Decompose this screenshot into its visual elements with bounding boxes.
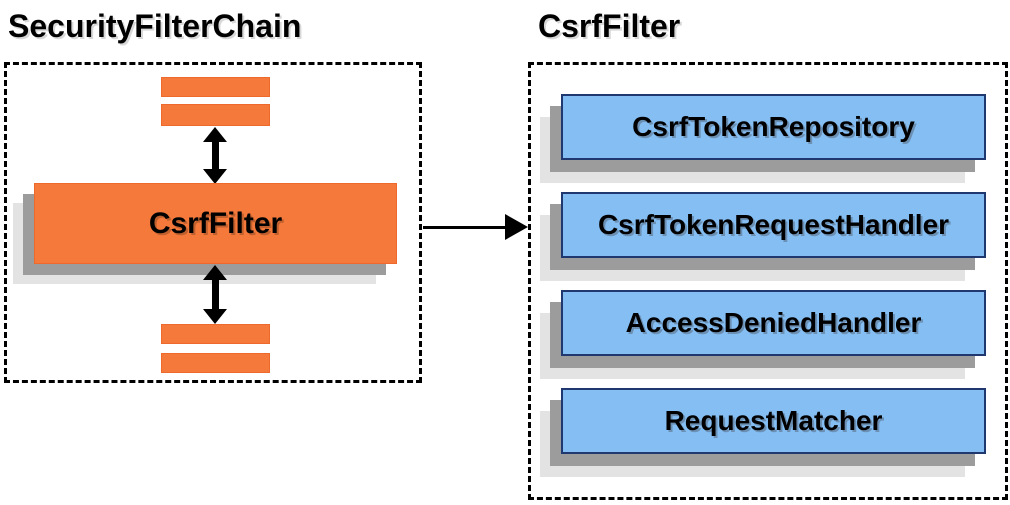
component-box-csrf-token-request-handler: CsrfTokenRequestHandler: [561, 192, 986, 258]
security-filter-chain-title: SecurityFilterChain: [8, 8, 302, 44]
csrf-filter-boundary: [528, 62, 1008, 500]
csrf-filter-node: CsrfFilter: [34, 183, 397, 264]
other-filter-bar: [161, 324, 270, 344]
arrow-shaft: [211, 280, 219, 309]
arrow-shaft: [211, 142, 219, 169]
csrf-filter-node-label: CsrfFilter: [148, 206, 283, 240]
up-down-arrow-icon: [203, 127, 227, 184]
arrow-shaft: [423, 226, 508, 229]
arrowhead-down: [203, 309, 227, 324]
arrowhead-right: [505, 214, 528, 240]
arrowhead-down: [203, 169, 227, 184]
other-filter-bar: [161, 77, 270, 97]
component-box-label: AccessDeniedHandler: [625, 307, 922, 338]
component-box-access-denied-handler: AccessDeniedHandler: [561, 290, 986, 356]
component-box-label: CsrfTokenRequestHandler: [597, 209, 950, 240]
right-arrow-icon: [423, 214, 528, 241]
other-filter-bar: [161, 353, 270, 373]
component-box-label: CsrfTokenRepository: [632, 111, 915, 142]
component-box-request-matcher: RequestMatcher: [561, 388, 986, 454]
arrowhead-up: [203, 265, 227, 280]
other-filter-bar: [161, 104, 270, 126]
arrowhead-up: [203, 127, 227, 142]
component-box-csrf-token-repository: CsrfTokenRepository: [561, 94, 986, 160]
csrf-filter-title: CsrfFilter: [538, 8, 681, 44]
component-box-label: RequestMatcher: [664, 405, 883, 436]
up-down-arrow-icon: [203, 265, 227, 324]
security-filter-chain-boundary: [4, 62, 422, 383]
